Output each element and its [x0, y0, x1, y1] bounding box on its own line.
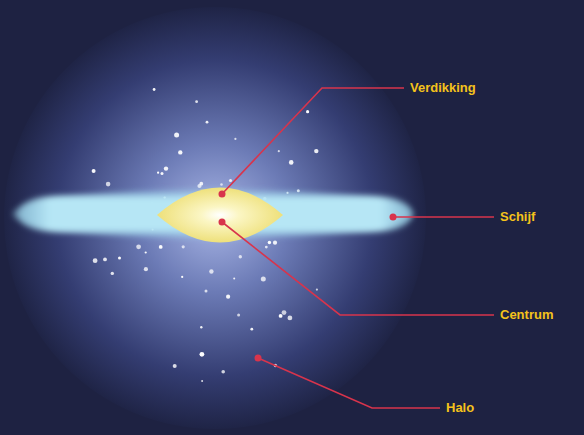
bulge	[157, 188, 283, 243]
part-label: Verdikking	[410, 80, 476, 96]
part-label: Schijf	[500, 209, 535, 225]
halo	[4, 7, 426, 429]
part-label: Centrum	[500, 307, 553, 323]
leader-dots	[219, 191, 397, 362]
part-label: Halo	[446, 400, 474, 416]
leader-lines	[222, 88, 494, 408]
